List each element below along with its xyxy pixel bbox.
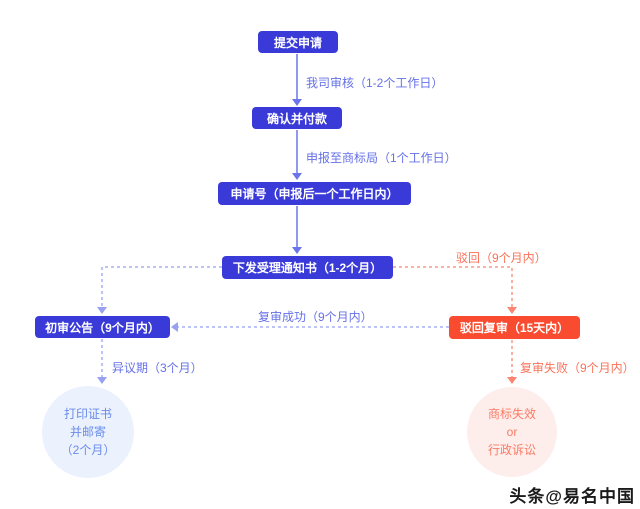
arrow-notice-to-preliminary <box>97 266 222 314</box>
certificate-line-3: （2个月） <box>60 443 116 457</box>
watermark: 头条@易名中国 <box>509 487 635 506</box>
arrow-rejected <box>393 266 517 314</box>
invalid-line-3: 行政诉讼 <box>487 443 536 457</box>
arrow-appno-to-notice <box>292 206 302 254</box>
label-report-to-bureau: 申报至商标局（1个工作日） <box>306 151 457 165</box>
node-acceptance-notice: 下发受理通知书（1-2个月） <box>222 256 393 279</box>
node-submit-application: 提交申请 <box>258 31 338 53</box>
label-review-success: 复审成功（9个月内） <box>258 310 373 324</box>
label-rejected: 驳回（9个月内） <box>456 251 547 265</box>
label-review-fail: 复审失败（9个月内） <box>520 361 635 375</box>
node-trademark-invalid: 商标失效 or 行政诉讼 <box>467 387 557 477</box>
arrow-confirm-to-appno <box>292 130 302 180</box>
arrow-review-success <box>171 322 449 332</box>
arrow-objection-period <box>97 339 107 384</box>
node-preliminary-announcement: 初审公告（9个月内） <box>35 316 170 338</box>
certificate-line-1: 打印证书 <box>63 407 112 421</box>
node-confirm-and-pay: 确认并付款 <box>252 107 342 129</box>
invalid-line-2: or <box>506 425 518 439</box>
invalid-line-1: 商标失效 <box>487 407 536 421</box>
node-rejection-review: 驳回复审（15天内） <box>449 316 580 339</box>
certificate-line-2: 并邮寄 <box>69 425 106 439</box>
arrow-submit-to-confirm <box>292 54 302 106</box>
label-company-review: 我司审核（1-2个工作日） <box>306 76 444 90</box>
arrow-review-fail <box>507 340 517 384</box>
label-objection-period: 异议期（3个月） <box>112 361 203 375</box>
node-print-certificate: 打印证书 并邮寄 （2个月） <box>42 386 134 478</box>
node-application-number: 申请号（申报后一个工作日内） <box>218 182 411 205</box>
